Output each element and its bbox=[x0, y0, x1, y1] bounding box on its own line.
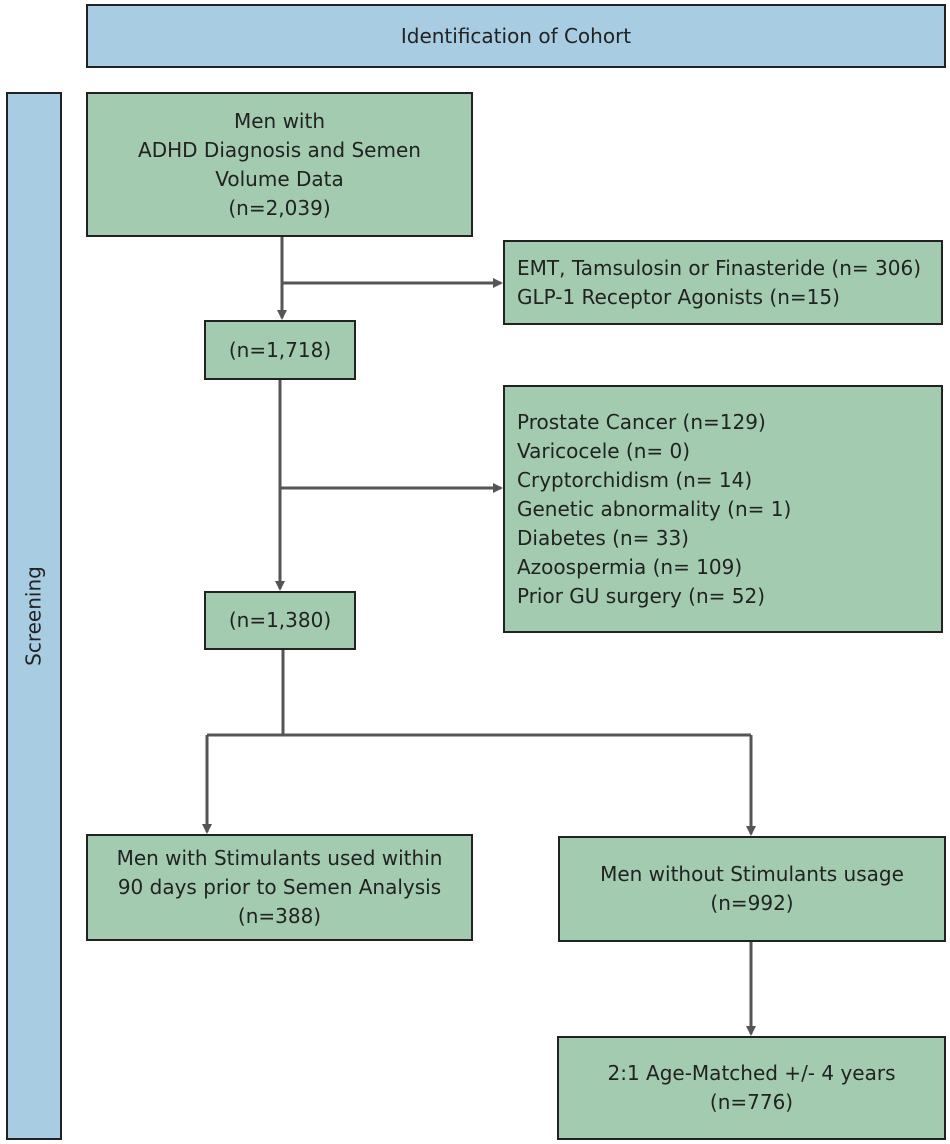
exclusion-item: Diabetes (n= 33) bbox=[517, 525, 689, 550]
exclusion-item: Cryptorchidism (n= 14) bbox=[517, 467, 753, 492]
node-text: 2:1 Age-Matched +/- 4 years bbox=[607, 1061, 896, 1085]
node-cohort-1380: (n=1,380) bbox=[204, 591, 356, 650]
node-cohort-initial: Men with ADHD Diagnosis and Semen Volume… bbox=[86, 92, 473, 237]
node-text: (n=776) bbox=[709, 1090, 794, 1114]
node-text: (n=992) bbox=[710, 891, 794, 915]
node-text: (n=1,718) bbox=[228, 337, 332, 362]
header-banner: Identification of Cohort bbox=[86, 4, 946, 68]
node-matched-group: 2:1 Age-Matched +/- 4 years (n=776) bbox=[557, 1036, 946, 1140]
node-stimulant-group: Men with Stimulants used within 90 days … bbox=[86, 834, 473, 941]
header-title: Identification of Cohort bbox=[400, 23, 632, 48]
exclusion-item: Azoospermia (n= 109) bbox=[517, 554, 743, 579]
exclusion-item: Prostate Cancer (n=129) bbox=[517, 409, 766, 434]
screening-panel: Screening bbox=[6, 92, 62, 1140]
node-text: 90 days prior to Semen Analysis bbox=[117, 875, 442, 899]
node-text: Men without Stimulants usage bbox=[600, 862, 904, 886]
node-no-stimulant-group: Men without Stimulants usage (n=992) bbox=[558, 836, 946, 942]
node-text: (n=388) bbox=[237, 904, 322, 928]
node-text: Men with bbox=[233, 108, 326, 133]
node-text: Volume Data bbox=[215, 166, 344, 191]
node-cohort-1718: (n=1,718) bbox=[204, 320, 356, 380]
node-exclusion-conditions: Prostate Cancer (n=129) Varicocele (n= 0… bbox=[503, 385, 943, 633]
node-text: (n=2,039) bbox=[228, 195, 331, 220]
node-exclusion-medications: EMT, Tamsulosin or Finasteride (n= 306) … bbox=[503, 240, 943, 325]
node-text: Men with Stimulants used within bbox=[116, 846, 443, 870]
exclusion-item: Genetic abnormality (n= 1) bbox=[517, 496, 792, 521]
exclusion-item: Prior GU surgery (n= 52) bbox=[517, 583, 766, 608]
exclusion-item: Varicocele (n= 0) bbox=[517, 438, 691, 463]
node-text: (n=1,380) bbox=[228, 608, 332, 632]
exclusion-item: GLP-1 Receptor Agonists (n=15) bbox=[517, 284, 840, 309]
exclusion-item: EMT, Tamsulosin or Finasteride (n= 306) bbox=[517, 255, 921, 280]
node-text: ADHD Diagnosis and Semen bbox=[138, 137, 421, 162]
